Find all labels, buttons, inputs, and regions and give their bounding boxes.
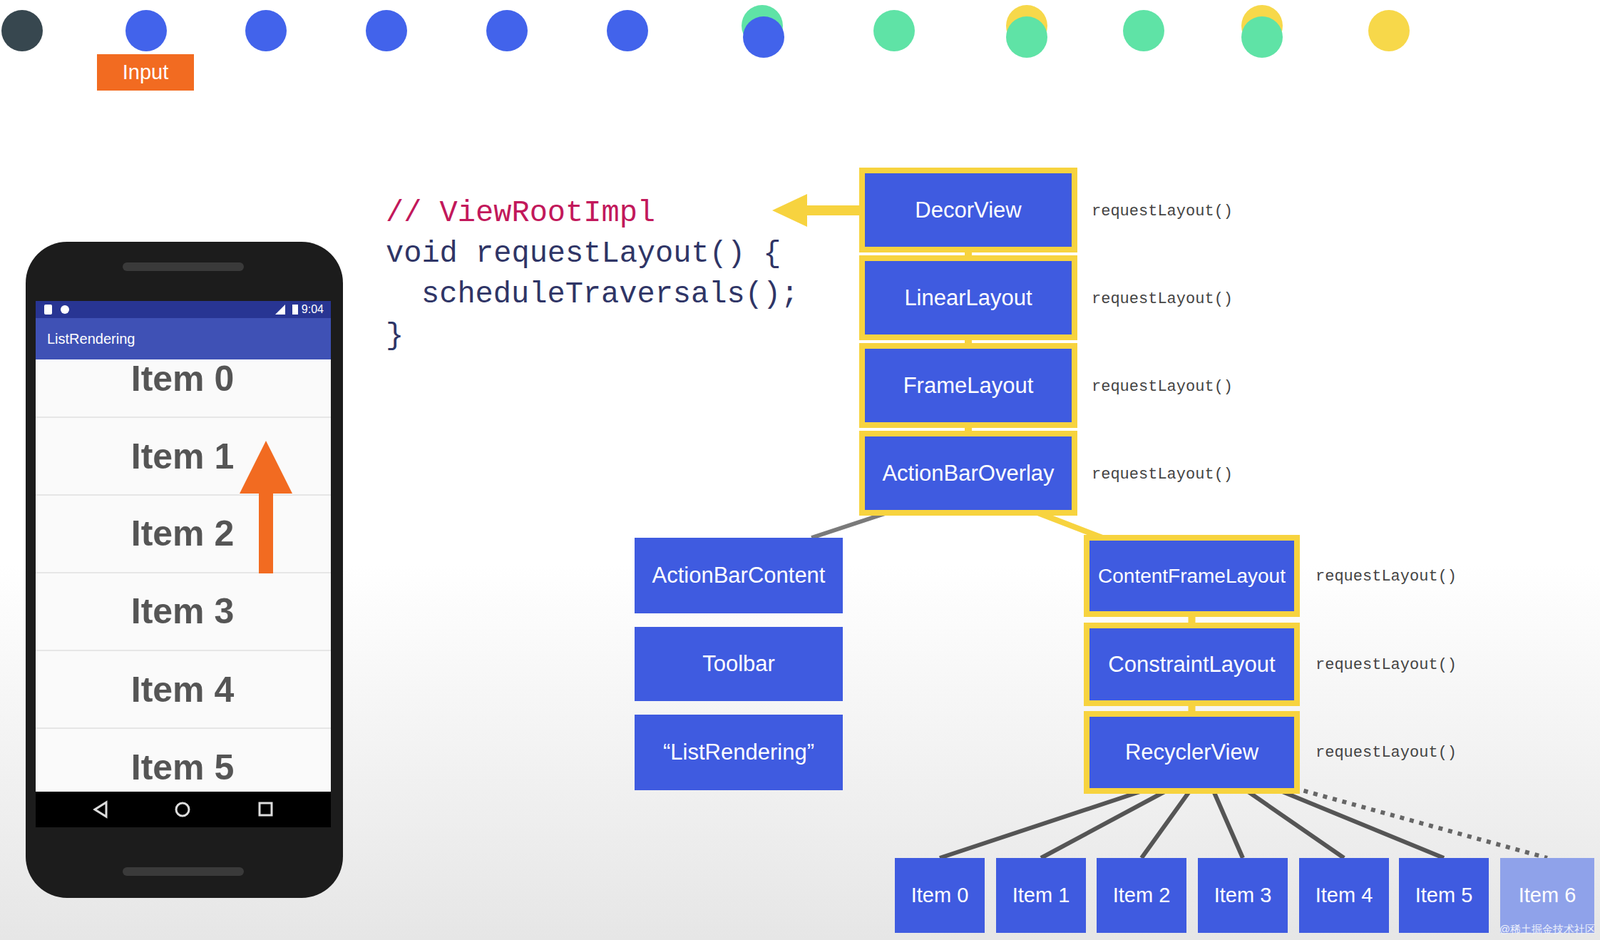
code-line: void requestLayout() {: [385, 236, 782, 271]
input-tag: Input: [96, 54, 194, 91]
node-label: Item 0: [911, 883, 969, 907]
node-label: Item 3: [1214, 883, 1273, 907]
node-label: “ListRendering”: [663, 739, 815, 766]
code-comment: // ViewRootImpl: [385, 196, 656, 231]
view-box: ActionBarOverlay: [864, 436, 1072, 510]
view-box: Toolbar: [634, 626, 843, 701]
status-time: 9:04: [301, 303, 324, 316]
connector-line: [1188, 700, 1196, 717]
view-box: DecorView: [864, 173, 1072, 247]
connector-line: [939, 787, 1151, 858]
phone-illustration: [25, 241, 343, 898]
connector-line: [1212, 787, 1243, 858]
method-call: requestLayout(): [1091, 465, 1233, 484]
method-call: requestLayout(): [1091, 290, 1233, 309]
tree-connector: [1242, 787, 1345, 858]
method-call: requestLayout(): [1315, 567, 1457, 586]
view-box: ActionBarContent: [634, 537, 843, 614]
view-box: Item 4: [1299, 857, 1389, 933]
view-box: “ListRendering”: [634, 714, 843, 791]
view-box: Item 3: [1197, 857, 1288, 933]
tree-connector: [968, 422, 969, 437]
tree-connector: [968, 334, 969, 349]
node-label: Item 5: [1415, 883, 1474, 907]
connector-line: [1188, 611, 1196, 629]
node-label: ContentFrameLayout: [1098, 564, 1286, 588]
node-label: DecorView: [914, 197, 1022, 224]
view-box: Item 6: [1500, 857, 1595, 933]
view-box: FrameLayout: [864, 348, 1072, 423]
method-call: requestLayout(): [1091, 202, 1233, 221]
view-box: Item 2: [1096, 857, 1187, 933]
node-label: LinearLayout: [904, 285, 1032, 311]
code-line: scheduleTraversals();: [421, 277, 799, 312]
tree-connector: [968, 246, 969, 261]
tree-connector: [1191, 611, 1193, 629]
node-label: Item 2: [1113, 883, 1171, 907]
node-label: Input: [122, 60, 169, 85]
tree-connector: [939, 787, 1151, 858]
method-call: requestLayout(): [1315, 743, 1457, 762]
node-label: FrameLayout: [903, 372, 1034, 399]
connector-line: [964, 246, 972, 261]
view-box: Item 1: [996, 857, 1086, 933]
list-item: Item 4: [131, 668, 235, 711]
connector-line: [964, 334, 972, 349]
node-label: ActionBarContent: [652, 562, 826, 589]
node-label: ActionBarOverlay: [881, 460, 1054, 487]
node-label: Item 6: [1518, 883, 1577, 907]
view-box: RecyclerView: [1089, 716, 1295, 788]
view-box: LinearLayout: [864, 260, 1072, 335]
view-box: Item 0: [894, 857, 985, 933]
node-label: Toolbar: [702, 650, 776, 677]
node-label: Item 4: [1315, 883, 1374, 907]
view-box: ContentFrameLayout: [1089, 540, 1295, 612]
connector-line: [1030, 509, 1111, 541]
app-title: ListRendering: [47, 330, 135, 348]
list-item: Item 2: [131, 512, 235, 555]
connector-line: [1294, 787, 1548, 858]
tree-connector: [1273, 787, 1444, 858]
list-item: Item 3: [131, 590, 235, 632]
connector-line: [811, 509, 896, 538]
list-item: Item 1: [131, 435, 235, 478]
connector-line: [964, 422, 972, 437]
tree-connector: [811, 509, 896, 538]
node-label: RecyclerView: [1125, 739, 1259, 766]
tree-connector: [1294, 787, 1548, 858]
timeline-dots: [1, 4, 1410, 58]
method-call: requestLayout(): [1091, 377, 1233, 396]
connector-line: [1141, 787, 1193, 858]
code-line: }: [385, 318, 404, 353]
connector-line: [1242, 787, 1345, 858]
pointer-arrow: [772, 193, 862, 227]
tree-connector: [1191, 700, 1193, 717]
connector-line: [1040, 787, 1172, 858]
node-label: ConstraintLayout: [1108, 651, 1275, 678]
watermark: @稀土掘金技术社区: [1499, 922, 1596, 937]
node-label: Item 1: [1012, 883, 1071, 907]
tree-connector: [1030, 509, 1111, 541]
view-box: ConstraintLayout: [1089, 628, 1295, 701]
tree-connector: [1040, 787, 1172, 858]
list-item: Item 0: [131, 357, 235, 400]
tree-connector: [1141, 787, 1193, 858]
tree-connector: [1212, 787, 1243, 858]
list-item: Item 5: [131, 746, 235, 788]
method-call: requestLayout(): [1315, 655, 1457, 674]
connector-line: [1273, 787, 1444, 858]
view-box: Item 5: [1398, 857, 1489, 933]
